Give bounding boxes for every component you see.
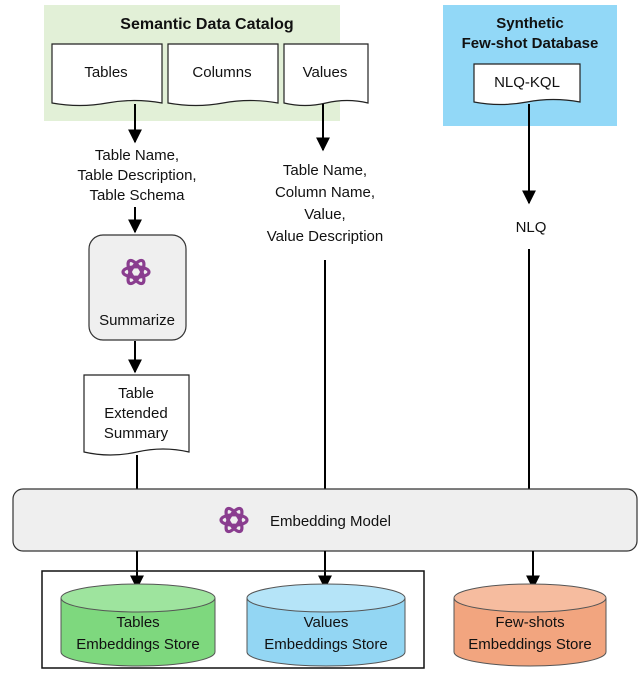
table-fields-text: Table Name, Table Description, Table Sch… (77, 147, 196, 204)
columns-document: Columns (167, 43, 279, 107)
table-field-line: Table Description, (77, 167, 196, 184)
synthetic-fewshot-database: Synthetic Few-shot Database NLQ-KQL (443, 5, 617, 126)
summary-doc-line: Extended (104, 405, 167, 422)
summary-doc-line: Table (118, 385, 154, 402)
semantic-data-catalog: Semantic Data Catalog Tables Columns Val… (44, 5, 369, 121)
values-document-label: Values (303, 64, 348, 81)
fewshot-db-title-line1: Synthetic (496, 15, 564, 32)
values-embeddings-store: Values Embeddings Store (246, 583, 406, 667)
fewshots-embeddings-store: Few-shots Embeddings Store (453, 583, 607, 667)
tables-embeddings-store: Tables Embeddings Store (60, 583, 216, 667)
table-extended-summary-document: Table Extended Summary (83, 374, 190, 456)
summary-doc-line: Summary (104, 425, 169, 442)
values-store-line1: Values (304, 614, 349, 631)
embedding-model-label: Embedding Model (270, 513, 391, 530)
values-document: Values (283, 43, 369, 107)
columns-document-label: Columns (192, 64, 251, 81)
summarize-box: Summarize (88, 234, 187, 341)
value-fields-text: Table Name, Column Name, Value, Value De… (267, 162, 383, 245)
fewshots-store-line1: Few-shots (495, 614, 564, 631)
value-field-line: Value Description (267, 228, 383, 245)
tables-document: Tables (51, 43, 163, 107)
fewshots-store-line2: Embeddings Store (468, 636, 591, 653)
table-field-line: Table Schema (89, 187, 185, 204)
table-field-line: Table Name, (95, 147, 179, 164)
tables-document-label: Tables (84, 64, 127, 81)
fewshot-db-title-line2: Few-shot Database (462, 35, 599, 52)
embedding-model-box: Embedding Model (12, 488, 638, 552)
nlq-kql-document: NLQ-KQL (473, 63, 581, 106)
catalog-title: Semantic Data Catalog (120, 16, 293, 33)
nlq-label: NLQ (516, 219, 547, 236)
value-field-line: Column Name, (275, 184, 375, 201)
value-field-line: Value, (304, 206, 345, 223)
summarize-label: Summarize (99, 312, 175, 329)
value-field-line: Table Name, (283, 162, 367, 179)
nlq-kql-label: NLQ-KQL (494, 74, 560, 91)
values-store-line2: Embeddings Store (264, 636, 387, 653)
stores-group-frame (41, 570, 425, 669)
tables-store-line2: Embeddings Store (76, 636, 199, 653)
tables-store-line1: Tables (116, 614, 159, 631)
